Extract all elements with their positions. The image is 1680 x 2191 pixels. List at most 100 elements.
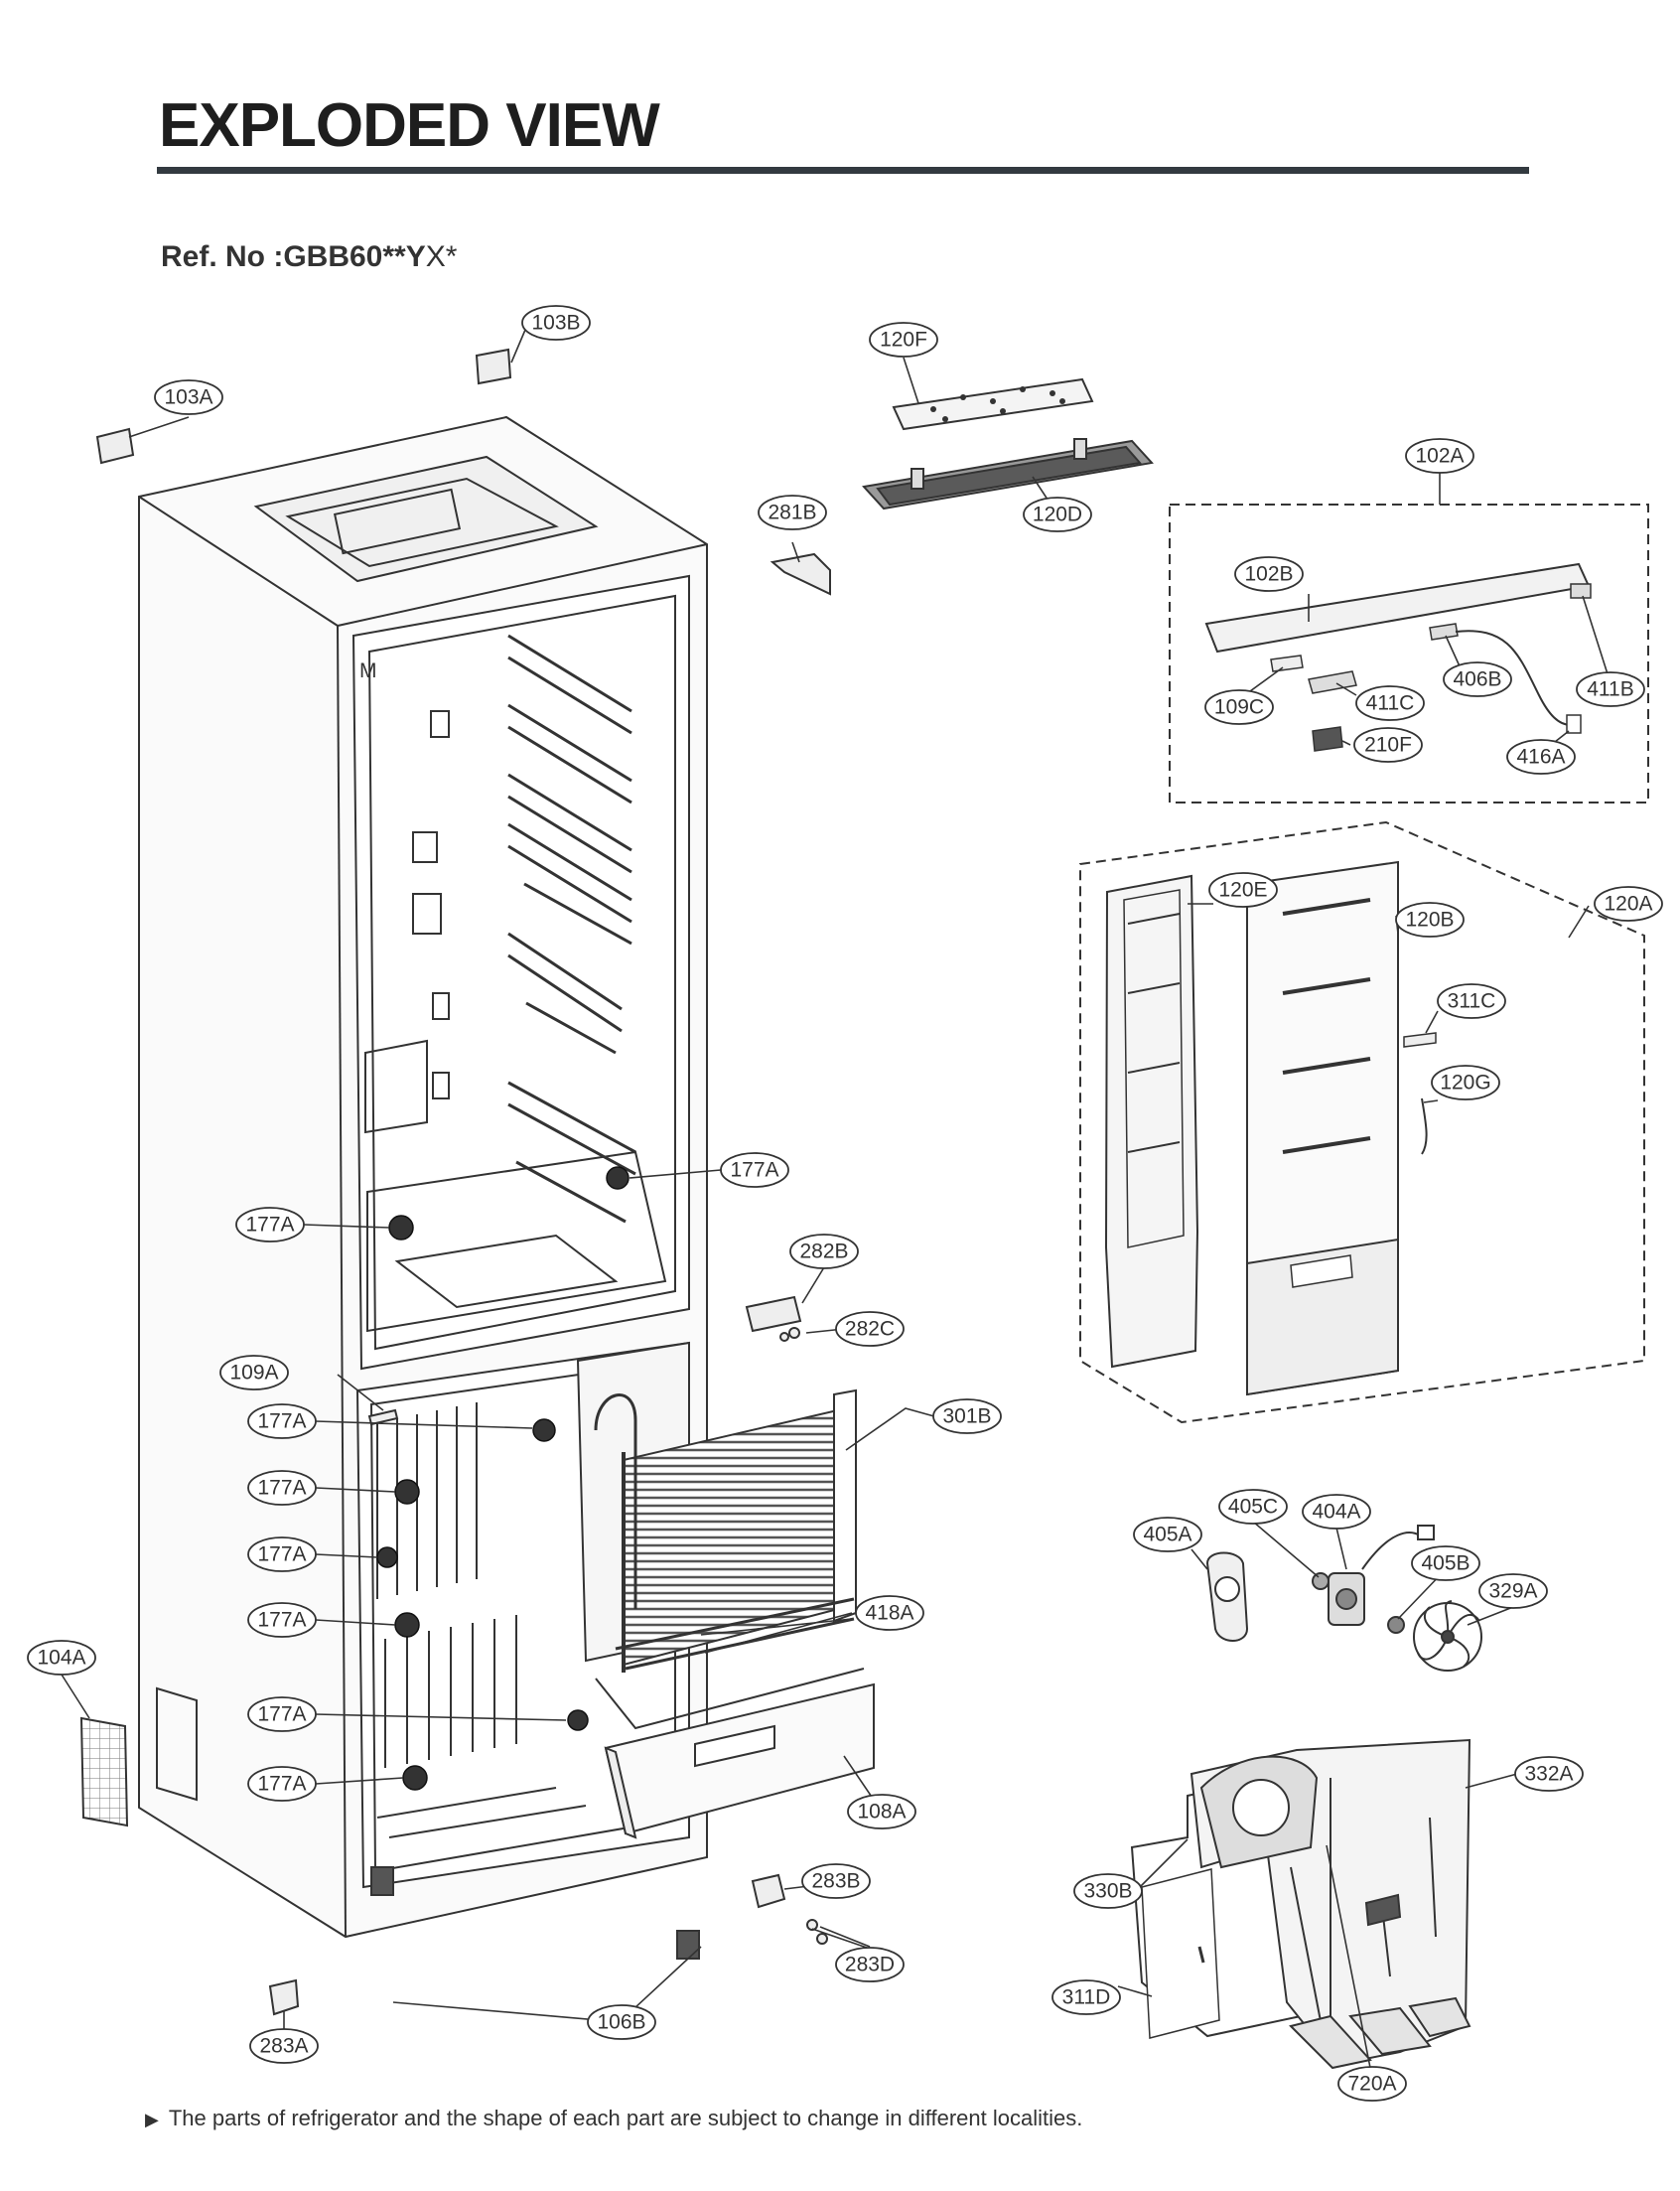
callout-bubble bbox=[27, 1640, 96, 1676]
callout-283A: 283A bbox=[259, 2035, 308, 2058]
callout-120G: 120G bbox=[1440, 1072, 1490, 1095]
callout-177A: 177A bbox=[257, 1477, 306, 1500]
fan-cover-filter bbox=[862, 377, 1154, 511]
callout-bubble bbox=[247, 1470, 317, 1506]
callout-120D: 120D bbox=[1033, 504, 1082, 526]
callout-bubble bbox=[247, 1403, 317, 1439]
callout-406B: 406B bbox=[1453, 668, 1501, 691]
svg-text:M: M bbox=[359, 659, 377, 682]
callout-404A: 404A bbox=[1312, 1501, 1360, 1524]
callout-281B: 281B bbox=[768, 502, 816, 524]
callout-282C: 282C bbox=[845, 1318, 895, 1341]
callout-103A: 103A bbox=[164, 386, 212, 409]
callout-177A: 177A bbox=[245, 1214, 294, 1237]
callout-bubble bbox=[1514, 1756, 1584, 1792]
callout-bubble bbox=[1302, 1494, 1371, 1530]
freezer-drawer-cover bbox=[604, 1682, 875, 1839]
reference-number: Ref. No :GBB60**YX* bbox=[161, 240, 457, 274]
callout-bubble bbox=[847, 1794, 916, 1829]
callout-bubble bbox=[855, 1595, 924, 1631]
callout-bubble bbox=[1395, 902, 1465, 938]
callout-bubble bbox=[1353, 727, 1423, 763]
evaporator-assembly bbox=[576, 1341, 865, 1730]
callout-bubble bbox=[835, 1947, 905, 1982]
callout-bubble bbox=[869, 322, 938, 358]
callout-103B: 103B bbox=[531, 312, 580, 335]
callout-bubble bbox=[1234, 556, 1304, 592]
title-divider bbox=[157, 167, 1529, 174]
callout-bubble bbox=[1204, 689, 1274, 725]
callout-bubble bbox=[720, 1152, 789, 1188]
callout-bubble bbox=[801, 1863, 871, 1899]
callout-311D: 311D bbox=[1062, 1986, 1111, 2009]
door-stopper-parts bbox=[376, 1166, 630, 1791]
callout-bubble bbox=[1023, 497, 1092, 532]
callout-311C: 311C bbox=[1448, 990, 1496, 1013]
callout-bubble bbox=[1443, 661, 1512, 697]
callout-bubbles bbox=[27, 305, 1663, 2102]
fan-motor-group bbox=[1205, 1525, 1482, 1672]
callout-330B: 330B bbox=[1083, 1880, 1132, 1903]
callout-282B: 282B bbox=[799, 1241, 848, 1263]
callout-bubble bbox=[1506, 739, 1576, 775]
callout-bubble bbox=[1437, 983, 1506, 1019]
callout-bubble bbox=[1337, 2066, 1407, 2102]
bottom-duct-group bbox=[1130, 1738, 1471, 2070]
ref-label: Ref. No :GBB60**Y bbox=[161, 240, 426, 273]
callout-109A: 109A bbox=[229, 1362, 278, 1385]
callout-labels: 103B 103A 120F 120D 281B 102A 102B 109C … bbox=[37, 312, 1652, 2096]
callout-108A: 108A bbox=[857, 1801, 906, 1824]
callout-bubble bbox=[1218, 1489, 1288, 1525]
callout-177A: 177A bbox=[257, 1703, 306, 1726]
callout-bubble bbox=[1051, 1979, 1121, 2015]
callout-bubble bbox=[1431, 1065, 1500, 1100]
callout-bubble bbox=[247, 1766, 317, 1802]
triangle-bullet-icon: ▶ bbox=[145, 2110, 159, 2129]
callout-177A: 177A bbox=[257, 1543, 306, 1566]
callout-301B: 301B bbox=[942, 1405, 991, 1428]
callout-bubble bbox=[247, 1696, 317, 1732]
callout-405A: 405A bbox=[1143, 1524, 1191, 1546]
callout-177A: 177A bbox=[257, 1773, 306, 1796]
callout-120F: 120F bbox=[880, 329, 927, 352]
callout-bubble bbox=[154, 379, 223, 415]
callout-104A: 104A bbox=[37, 1647, 85, 1670]
callout-102A: 102A bbox=[1415, 445, 1464, 468]
callout-bubble bbox=[1133, 1517, 1202, 1552]
callout-210F: 210F bbox=[1364, 734, 1412, 757]
callout-bubble bbox=[235, 1207, 305, 1242]
callout-329A: 329A bbox=[1488, 1580, 1537, 1603]
callout-bubble bbox=[1411, 1545, 1480, 1581]
callout-106B: 106B bbox=[597, 2011, 645, 2034]
callout-bubble bbox=[247, 1602, 317, 1638]
callout-411C: 411C bbox=[1366, 692, 1415, 715]
callout-102B: 102B bbox=[1244, 563, 1293, 586]
callout-bubble bbox=[835, 1311, 905, 1347]
page-title: EXPLODED VIEW bbox=[159, 91, 660, 160]
duct-assembly-group bbox=[1079, 820, 1645, 1424]
ref-suffix: X* bbox=[425, 240, 458, 273]
callout-bubble bbox=[1355, 685, 1425, 721]
callout-332A: 332A bbox=[1524, 1763, 1573, 1786]
callout-bubble bbox=[219, 1355, 289, 1390]
callout-bubble bbox=[1478, 1573, 1548, 1609]
callout-177A: 177A bbox=[730, 1159, 778, 1182]
callout-283B: 283B bbox=[811, 1870, 860, 1893]
callout-bubble bbox=[1594, 886, 1663, 922]
callout-120A: 120A bbox=[1604, 893, 1652, 916]
callout-bubble bbox=[587, 2004, 656, 2040]
control-box-group bbox=[1169, 504, 1649, 803]
callout-120B: 120B bbox=[1405, 909, 1454, 932]
callout-416A: 416A bbox=[1516, 746, 1565, 769]
callout-bubble bbox=[1576, 671, 1645, 707]
callout-177A: 177A bbox=[257, 1609, 306, 1632]
callout-418A: 418A bbox=[865, 1602, 913, 1625]
callout-bubble bbox=[932, 1398, 1002, 1434]
callout-120E: 120E bbox=[1218, 879, 1267, 902]
callout-177A: 177A bbox=[257, 1410, 306, 1433]
callout-bubble bbox=[247, 1536, 317, 1572]
callout-720A: 720A bbox=[1347, 2073, 1396, 2096]
callout-411B: 411B bbox=[1587, 678, 1634, 701]
callout-bubble bbox=[789, 1234, 859, 1269]
